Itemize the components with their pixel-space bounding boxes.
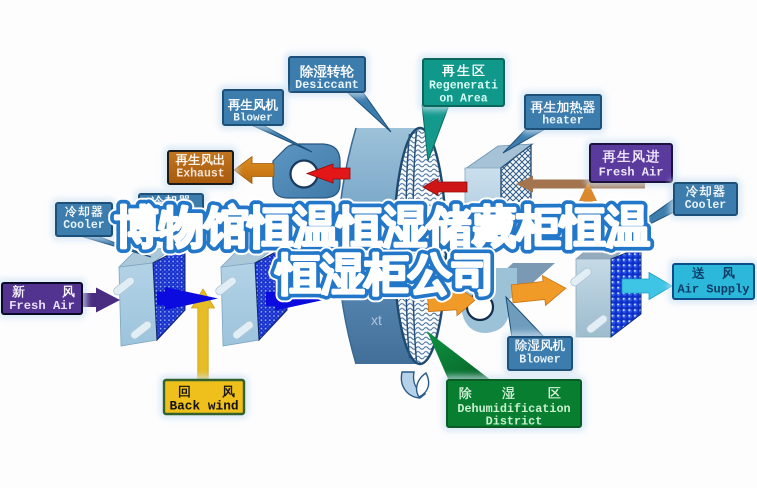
svg-text:Fresh Air: Fresh Air <box>599 166 664 180</box>
svg-text:Dehumidification: Dehumidification <box>457 402 570 416</box>
svg-text:Desiccant: Desiccant <box>295 78 359 92</box>
svg-text:on Area: on Area <box>439 93 487 106</box>
svg-text:heater: heater <box>542 115 584 128</box>
svg-text:District: District <box>486 415 543 429</box>
svg-text:Blower: Blower <box>519 354 561 367</box>
svg-text:xt: xt <box>371 312 382 328</box>
svg-text:Air Supply: Air Supply <box>677 283 749 297</box>
svg-text:Fresh Air: Fresh Air <box>9 299 75 313</box>
svg-text:Back wind: Back wind <box>169 399 238 414</box>
svg-text:Exhaust: Exhaust <box>176 168 224 181</box>
svg-text:Blower: Blower <box>233 113 273 125</box>
svg-text:Cooler: Cooler <box>685 199 727 212</box>
svg-text:Cooler: Cooler <box>63 219 105 232</box>
svg-text:Regenerati: Regenerati <box>429 80 498 93</box>
